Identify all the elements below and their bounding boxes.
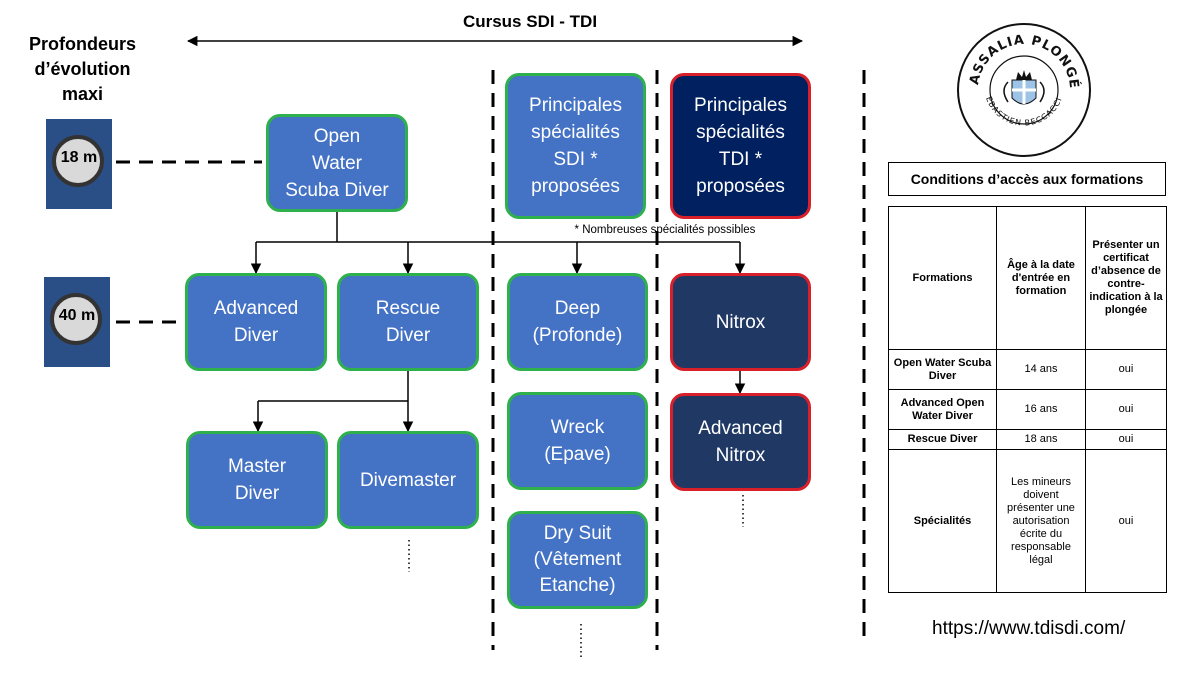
dive-watch-icon: 40 m xyxy=(44,277,110,367)
table-row: Advanced Open Water Diver 16 ans oui xyxy=(888,389,1167,430)
website-link[interactable]: https://www.tdisdi.com/ xyxy=(932,618,1126,639)
dive-watch-icon: 18 m xyxy=(46,119,112,209)
conditions-title: Conditions d’accès aux formations xyxy=(888,162,1166,196)
table-row: Rescue Diver 18 ans oui xyxy=(888,429,1167,450)
cell-age: Les mineurs doivent présenter une autori… xyxy=(996,449,1086,593)
cell-certificate: oui xyxy=(1085,449,1167,593)
box-divemaster: Divemaster xyxy=(337,431,479,529)
cell-formation: Rescue Diver xyxy=(888,429,997,450)
cell-certificate: oui xyxy=(1085,389,1167,430)
cursus-title: Cursus SDI - TDI xyxy=(462,12,598,31)
cell-age: 14 ans xyxy=(996,349,1086,390)
header-certificate: Présenter un certificat d’absence de con… xyxy=(1085,206,1167,350)
table-row: Open Water Scuba Diver 14 ans oui xyxy=(888,349,1167,390)
cell-certificate: oui xyxy=(1085,349,1167,390)
header-age: Âge à la date d'entrée en formation xyxy=(996,206,1086,350)
depth-title: Profondeurs d’évolution maxi xyxy=(28,34,136,104)
cell-age: 16 ans xyxy=(996,389,1086,430)
cell-formation: Advanced Open Water Diver xyxy=(888,389,997,430)
cell-age: 18 ans xyxy=(996,429,1086,450)
depth-label-40: 40 m xyxy=(58,307,96,324)
header-formations: Formations xyxy=(888,206,997,350)
box-deep: Deep(Profonde) xyxy=(507,273,648,371)
conditions-table: Formations Âge à la date d'entrée en for… xyxy=(888,206,1167,593)
depth-label-18: 18 m xyxy=(60,149,98,166)
cell-certificate: oui xyxy=(1085,429,1167,450)
table-header-row: Formations Âge à la date d'entrée en for… xyxy=(888,206,1167,350)
specialties-note: * Nombreuses spécialités possibles xyxy=(574,224,756,236)
cell-formation: Open Water Scuba Diver xyxy=(888,349,997,390)
table-row: Spécialités Les mineurs doivent présente… xyxy=(888,449,1167,593)
box-wreck: Wreck(Epave) xyxy=(507,392,648,490)
cell-formation: Spécialités xyxy=(888,449,997,593)
box-nitrox: Nitrox xyxy=(670,273,811,371)
